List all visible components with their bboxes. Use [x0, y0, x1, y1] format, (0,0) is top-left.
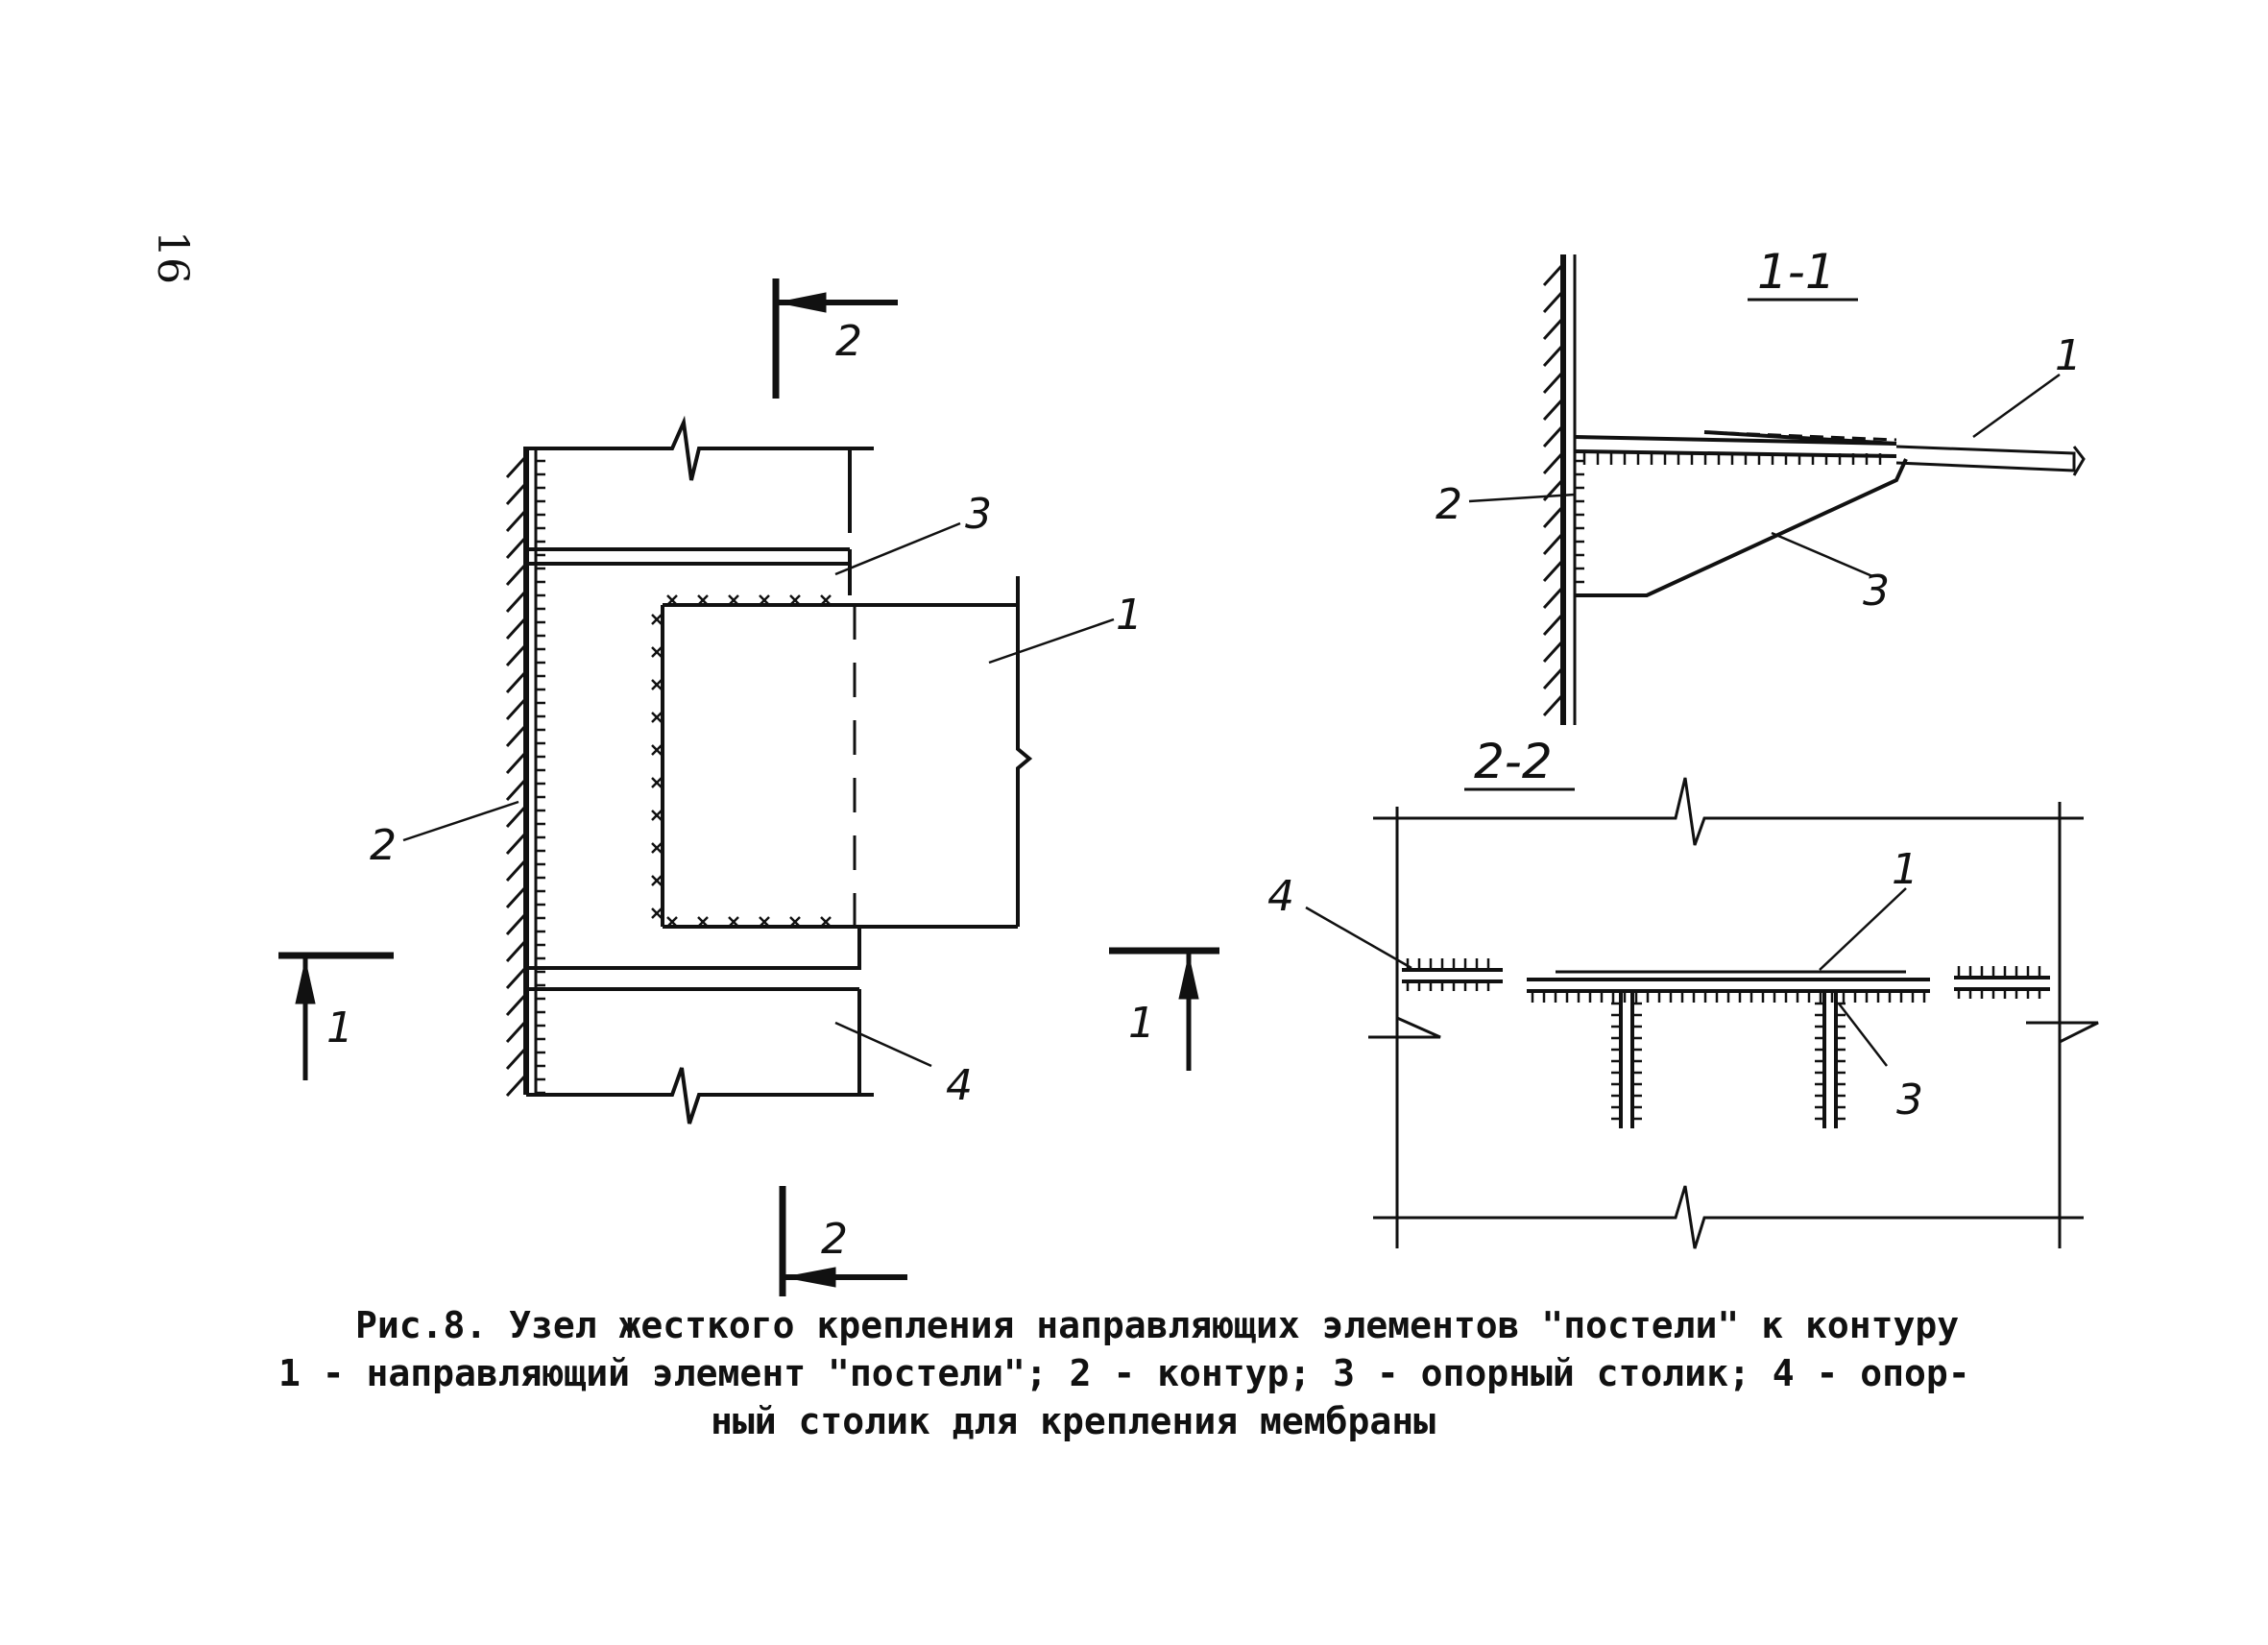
label-1-s11: 1 — [2055, 331, 2082, 380]
label-1-s22: 1 — [1892, 845, 1918, 894]
cut-marker-1-right — [1109, 947, 1219, 1071]
label-3-s11: 3 — [1863, 567, 1890, 616]
cut-marker-2-top — [772, 278, 898, 399]
plan-view — [505, 415, 1033, 1125]
cut-marker-2-bottom — [779, 1186, 907, 1296]
caption-line-3: ный столик для крепления мембраны — [711, 1400, 1436, 1442]
section-title-2-2: 2-2 — [1474, 734, 1553, 789]
plan-leaders — [402, 521, 1115, 1068]
page-number: 16 — [148, 230, 197, 284]
cut-label-2-bottom: 2 — [821, 1215, 848, 1264]
caption-line-2: 1 - направляющий элемент "постели"; 2 - … — [278, 1352, 1970, 1394]
cut-label-1-right: 1 — [1128, 999, 1155, 1048]
label-2-s11: 2 — [1436, 480, 1462, 529]
cut-label-1-left: 1 — [326, 1004, 353, 1052]
label-1-plan: 1 — [1116, 591, 1143, 640]
contour-wall — [505, 447, 545, 1098]
section-2-2-view — [1368, 777, 2099, 1249]
label-4-s22: 4 — [1267, 872, 1294, 921]
cut-marker-1-left — [278, 952, 394, 1080]
section-1-1-view — [1542, 254, 2086, 725]
label-3-s22: 3 — [1896, 1076, 1923, 1125]
label-4-plan: 4 — [946, 1061, 973, 1110]
cut-label-2-top: 2 — [835, 317, 862, 366]
label-2-plan: 2 — [370, 821, 397, 870]
caption-line-1: Рис.8. Узел жесткого крепления направляю… — [355, 1304, 1960, 1346]
figure-caption: Рис.8. Узел жесткого крепления направляю… — [278, 1301, 2180, 1445]
label-3-plan: 3 — [965, 490, 992, 539]
section-title-1-1: 1-1 — [1757, 244, 1836, 300]
